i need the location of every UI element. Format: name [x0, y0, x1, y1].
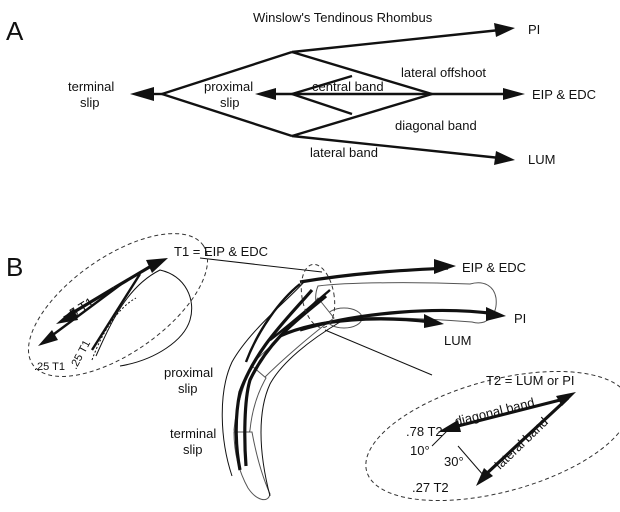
panel-b: B EIP & EDC: [6, 233, 620, 502]
extensor-tendons: [234, 266, 497, 471]
pi-tendon: [299, 308, 497, 332]
panel-a: A Winslow's Tendinous Rhombus PI EIP & E…: [6, 10, 596, 167]
t1-inset-outline: [27, 233, 209, 377]
line-upper-left: [161, 50, 293, 96]
quarter-t1-band-a: [45, 281, 125, 341]
panel-b-letter: B: [6, 252, 23, 282]
line-to-lum: [291, 134, 501, 160]
finger-illustration: [221, 281, 497, 501]
lateral-band-dorsal: [234, 288, 314, 471]
line-lower-left: [161, 92, 293, 138]
eip-edc-label-a: EIP & EDC: [532, 87, 596, 102]
t2-inset: T2 = LUM or PI diagonal band lateral ban…: [365, 370, 620, 502]
lateral-band-label-a: lateral band: [310, 145, 378, 160]
half-t1-label: .5 T1: [64, 294, 97, 322]
t2-lateral-band: [482, 396, 570, 478]
t1-inset: T1 = EIP & EDC .5 T1 .25 T1 .25 T1: [27, 233, 268, 377]
zoom-connector-lower: [324, 329, 433, 376]
value-027-t2: .27 T2: [412, 480, 449, 495]
panel-a-letter: A: [6, 16, 24, 46]
central-slip: [244, 283, 301, 363]
proximal-label-b: proximal: [164, 365, 213, 380]
arrowhead-terminal-slip: [130, 87, 154, 101]
value-078-t2: .78 T2: [406, 424, 443, 439]
lateral-band-ventral: [243, 294, 328, 467]
rhombus-lines: [150, 28, 510, 160]
zoom-connector-upper: [199, 257, 323, 273]
arrowhead-half-t1: [56, 308, 78, 324]
t2-diagonal-band: [449, 396, 569, 430]
line-to-pi: [291, 28, 501, 54]
terminal-slip-label-a: slip: [80, 95, 100, 110]
pi-label-a: PI: [528, 22, 540, 37]
lum-label-a: LUM: [528, 152, 555, 167]
edc-tendon: [299, 266, 449, 284]
eip-edc-label-b: EIP & EDC: [462, 260, 526, 275]
arrowhead-t1: [146, 258, 168, 273]
t2-inset-outline: [365, 370, 620, 502]
arrowhead-quarter-t1: [38, 330, 58, 346]
diagonal-band-b: [269, 289, 331, 341]
t1-inset-bone-curve: [95, 269, 193, 367]
t1-inset-dotted: [91, 297, 137, 361]
finger-outline-dorsal: [221, 281, 305, 477]
finger-outline-ventral: [260, 321, 341, 497]
lateral-offshoot-label: lateral offshoot: [401, 65, 486, 80]
proximal-label-a: proximal: [204, 79, 253, 94]
arrowhead-eip-edc: [503, 88, 525, 100]
line-inner-upper: [291, 74, 353, 96]
terminal-slip-label-b: slip: [183, 442, 203, 457]
quarter-t1-band-b: [90, 273, 142, 351]
arrowhead-proximal-slip: [255, 88, 276, 100]
t1-label: T1 = EIP & EDC: [174, 244, 268, 259]
line-inner-lower: [291, 92, 353, 116]
lum-label-b: LUM: [444, 333, 471, 348]
t2-label: T2 = LUM or PI: [486, 373, 575, 388]
arrowhead-pi: [494, 23, 515, 37]
diagonal-band-label-b: diagonal band: [453, 395, 536, 429]
line-upper-right: [291, 50, 433, 96]
angle-30: 30°: [444, 454, 464, 469]
rhombus-title: Winslow's Tendinous Rhombus: [253, 10, 433, 25]
lateral-band-label-b: lateral band: [492, 414, 551, 472]
line-lower-right: [291, 92, 433, 138]
arrowhead-078-t2: [438, 420, 461, 432]
lum-tendon: [279, 317, 433, 338]
proximal-slip-label-b: slip: [178, 381, 198, 396]
arrowhead-eip-edc-b: [434, 259, 456, 274]
proximal-slip-label-a: slip: [220, 95, 240, 110]
arrowhead-027-t2: [476, 468, 493, 486]
central-band-label: central band: [312, 79, 384, 94]
arrowhead-t2: [556, 392, 576, 406]
zoom-region-finger: [300, 263, 336, 329]
terminal-label-b: terminal: [170, 426, 216, 441]
arrowhead-lum: [494, 151, 515, 165]
pi-label-b: PI: [514, 311, 526, 326]
quarter-t1-label-a: .25 T1: [34, 361, 65, 373]
t2-angle-ref-2: [457, 445, 485, 477]
terminal-label-a: terminal: [68, 79, 114, 94]
diagonal-band-label-a: diagonal band: [395, 118, 477, 133]
quarter-t1-label-b: .25 T1: [68, 338, 93, 371]
arrowhead-pi-b: [486, 307, 506, 321]
angle-10: 10°: [410, 443, 430, 458]
arrowhead-lum-b: [424, 314, 444, 328]
